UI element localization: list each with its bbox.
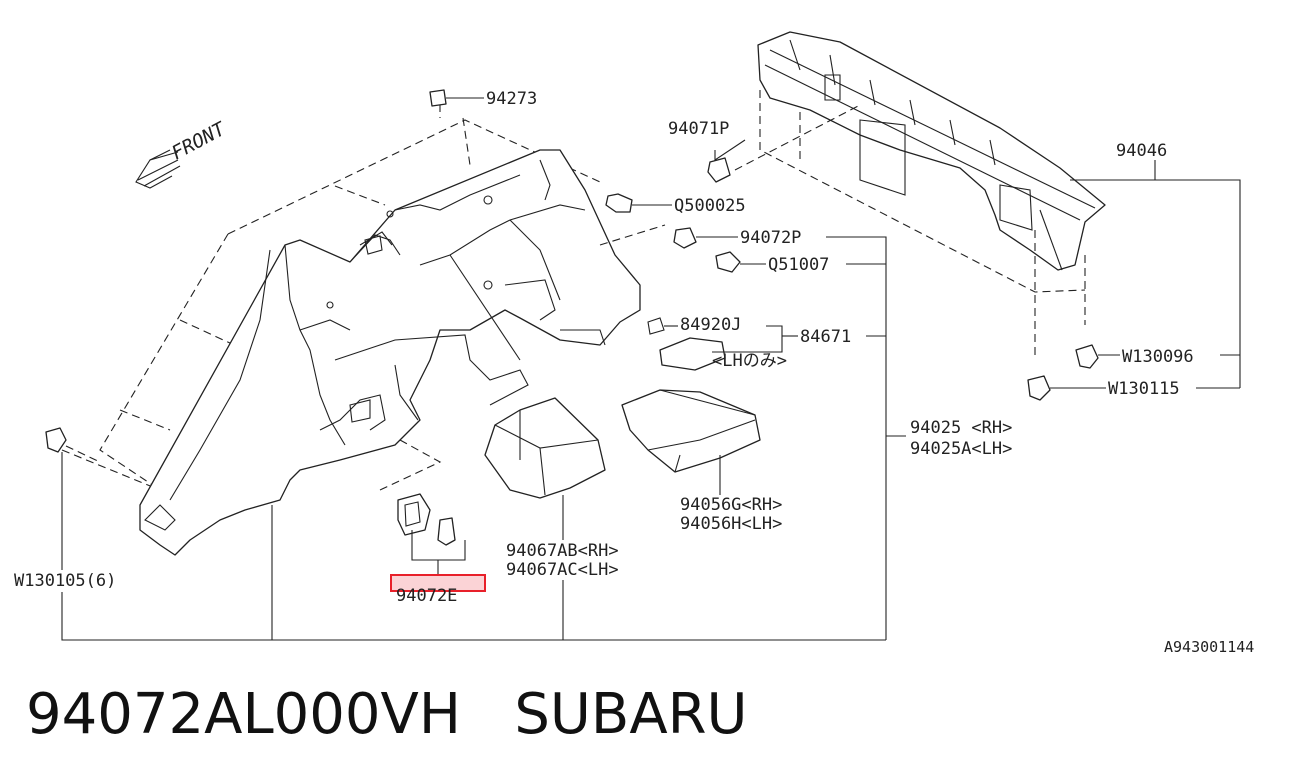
highlight-box	[390, 574, 486, 592]
front-label: FRONT	[168, 117, 230, 164]
quarter-trim-panel	[139, 149, 641, 556]
label-94072P: 94072P	[740, 228, 801, 248]
rear-panel	[757, 31, 1106, 271]
fastener-94071P-icon	[707, 157, 731, 183]
label-W130096: W130096	[1122, 347, 1194, 367]
screw-Q51007-icon	[715, 251, 741, 273]
label-lh-only: <LHのみ>	[712, 351, 787, 371]
clip-W130096-icon	[1075, 344, 1099, 369]
clip-94072E	[379, 439, 466, 576]
label-94067AB-rh: 94067AB<RH>	[506, 541, 619, 561]
fastener-94273-icon	[429, 89, 447, 107]
label-94056H-lh: 94056H<LH>	[680, 514, 782, 534]
screw-Q500025-icon	[605, 193, 633, 213]
label-W130105: W130105(6)	[14, 571, 116, 591]
label-94046: 94046	[1116, 141, 1167, 161]
clip-W130115-icon	[1027, 375, 1051, 401]
rear-panel-dashes	[599, 90, 1086, 360]
label-94071P: 94071P	[668, 119, 729, 139]
label-94067AC-lh: 94067AC<LH>	[506, 560, 619, 580]
label-94025A-lh: 94025A<LH>	[910, 439, 1012, 459]
part-number-caption: 94072AL000VH SUBARU	[26, 682, 748, 747]
trim-panel-94067	[484, 397, 606, 499]
label-Q500025: Q500025	[674, 196, 746, 216]
label-84671: 84671	[800, 327, 851, 347]
label-94025-rh: 94025 <RH>	[910, 418, 1012, 438]
label-Q51007: Q51007	[768, 255, 829, 275]
clip-94072P-icon	[673, 227, 697, 249]
clip-W130105-icon	[45, 427, 67, 453]
label-94056G-rh: 94056G<RH>	[680, 495, 782, 515]
trim-cover-94056	[621, 389, 761, 473]
fasteners	[45, 89, 1099, 453]
label-84920J: 84920J	[680, 315, 741, 335]
diagram-ref-number: A943001144	[1164, 638, 1254, 656]
label-94273: 94273	[486, 89, 537, 109]
lamp-84920J	[647, 317, 726, 371]
front-arrow-icon	[135, 149, 181, 189]
leader-lines	[61, 97, 1241, 641]
label-94072E: 94072E	[396, 586, 457, 606]
label-W130115: W130115	[1108, 379, 1180, 399]
